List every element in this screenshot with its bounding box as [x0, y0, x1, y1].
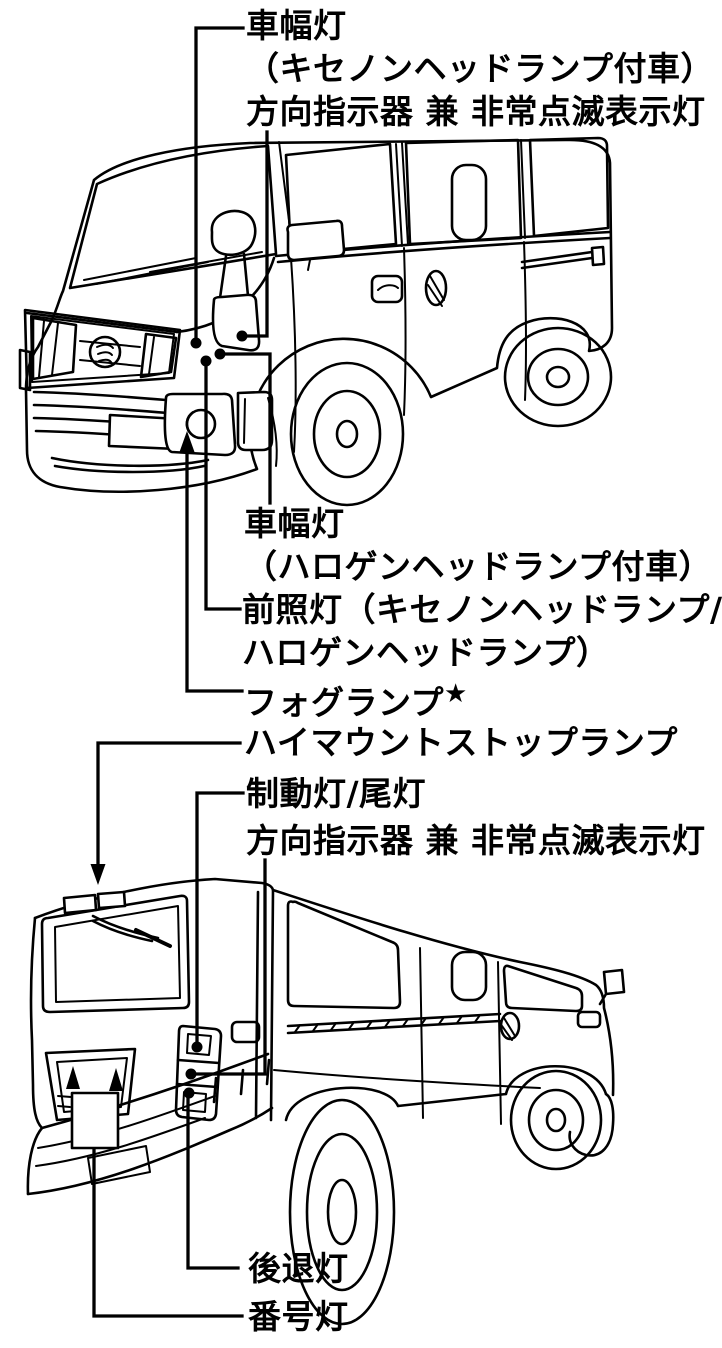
- fog-lamp-star-mark: ★: [444, 679, 468, 709]
- kerb-mirror-head: [210, 209, 257, 257]
- sliding-vent-window: [450, 163, 488, 242]
- label-brake-tail-lamp: 制動灯/尾灯: [246, 774, 427, 813]
- leader-fog-lamp: [185, 448, 244, 693]
- rear-wiper: [91, 914, 172, 948]
- license-lamp-arrow-right: [109, 1068, 123, 1091]
- rear-van-body-outline: [33, 877, 615, 1097]
- callout-dot-rear-turn-signal: [185, 1068, 197, 1080]
- rear-van-illustration: [26, 877, 626, 1326]
- side-mirror: [598, 968, 626, 1006]
- side-sliding-window: [286, 900, 402, 1010]
- callout-dot-reverse-lamp: [183, 1087, 195, 1099]
- side-door-handle: [576, 1010, 602, 1029]
- hood-edge: [25, 311, 179, 334]
- front-van-mirrors: [210, 209, 346, 352]
- label-front-position-lamp-halogen-line1: 車幅灯: [244, 504, 345, 543]
- rear-van-wheels: [288, 1069, 603, 1326]
- leader-front-turn-signal: [240, 130, 269, 338]
- leader-headlamp: [204, 359, 242, 611]
- rear-door-edge: [254, 888, 275, 1122]
- label-front-position-lamp-xenon-line1: 車幅灯: [246, 6, 347, 45]
- rear-van-side: [273, 900, 626, 1157]
- callout-dot-headlamp: [200, 355, 212, 367]
- high-mount-arrow: [90, 864, 106, 885]
- label-license-plate-lamp: 番号灯: [248, 1297, 349, 1336]
- side-front-window: [502, 964, 584, 1013]
- rear-window: [40, 894, 191, 1014]
- fog-lamp-arrow: [179, 431, 195, 452]
- leader-high-mount-stop-lamp: [96, 741, 242, 868]
- front-grille-assembly: [23, 308, 182, 390]
- leader-brake-tail-lamp: [195, 791, 245, 1049]
- license-plate-garnish: [44, 1047, 137, 1122]
- license-lamp-arrow-left: [66, 1066, 80, 1089]
- label-headlamp-line2: ハロゲンヘッドランプ）: [242, 633, 610, 672]
- callouts: [66, 26, 272, 1318]
- label-headlamp-line1: 前照灯（キセノンヘッドランプ/: [242, 590, 722, 629]
- front-door-handle: [370, 274, 404, 304]
- high-mount-stop-lamp: [62, 890, 127, 915]
- headlamp-right: [139, 332, 178, 379]
- label-front-position-lamp-halogen-line2: （ハロゲンヘッドランプ付車）: [244, 547, 713, 586]
- callout-dot-front-position-lamp-halogen: [214, 348, 226, 360]
- sliding-door-handle: [424, 269, 448, 307]
- rear-door-handle: [230, 1020, 261, 1044]
- door-mirror: [286, 219, 346, 262]
- leader-front-position-lamp-halogen: [219, 352, 272, 505]
- label-front-turn-signal: 方向指示器 兼 非常点滅表示灯: [246, 92, 706, 131]
- fog-lamp-housing: [163, 392, 237, 457]
- front-wipers: [83, 251, 263, 285]
- front-bumper-details: [18, 348, 278, 474]
- kerb-mirror-lower: [211, 293, 261, 352]
- front-van-illustration: [18, 136, 614, 507]
- quarter-window: [528, 136, 610, 238]
- side-vent-window: [450, 950, 488, 1002]
- leader-reverse-lamp: [186, 1091, 240, 1270]
- label-high-mount-stop-lamp: ハイマウントストップランプ: [244, 723, 678, 762]
- label-front-position-lamp-xenon-line2: （キセノンヘッドランプ付車）: [246, 49, 715, 88]
- label-rear-turn-signal: 方向指示器 兼 非常点滅表示灯: [246, 821, 706, 860]
- leader-license-plate-lamp: [92, 1146, 244, 1318]
- callout-dot-front-position-lamp-xenon: [190, 337, 202, 349]
- front-van-wheels: [289, 326, 613, 507]
- front-van-body-outline: [24, 138, 614, 493]
- sliding-door-window: [404, 138, 523, 246]
- headlamp-left: [31, 316, 78, 381]
- callout-dot-brake-tail-lamp: [191, 1041, 203, 1053]
- leader-front-position-lamp-xenon: [194, 26, 245, 345]
- label-reverse-lamp: 後退灯: [248, 1249, 349, 1288]
- leader-rear-turn-signal: [190, 858, 267, 1076]
- callout-dot-front-turn-signal: [236, 330, 248, 342]
- rear-bumper: [26, 1052, 274, 1196]
- license-lamp-callout-box: [70, 1091, 120, 1150]
- label-fog-lamp: フォグランプ★: [244, 679, 468, 722]
